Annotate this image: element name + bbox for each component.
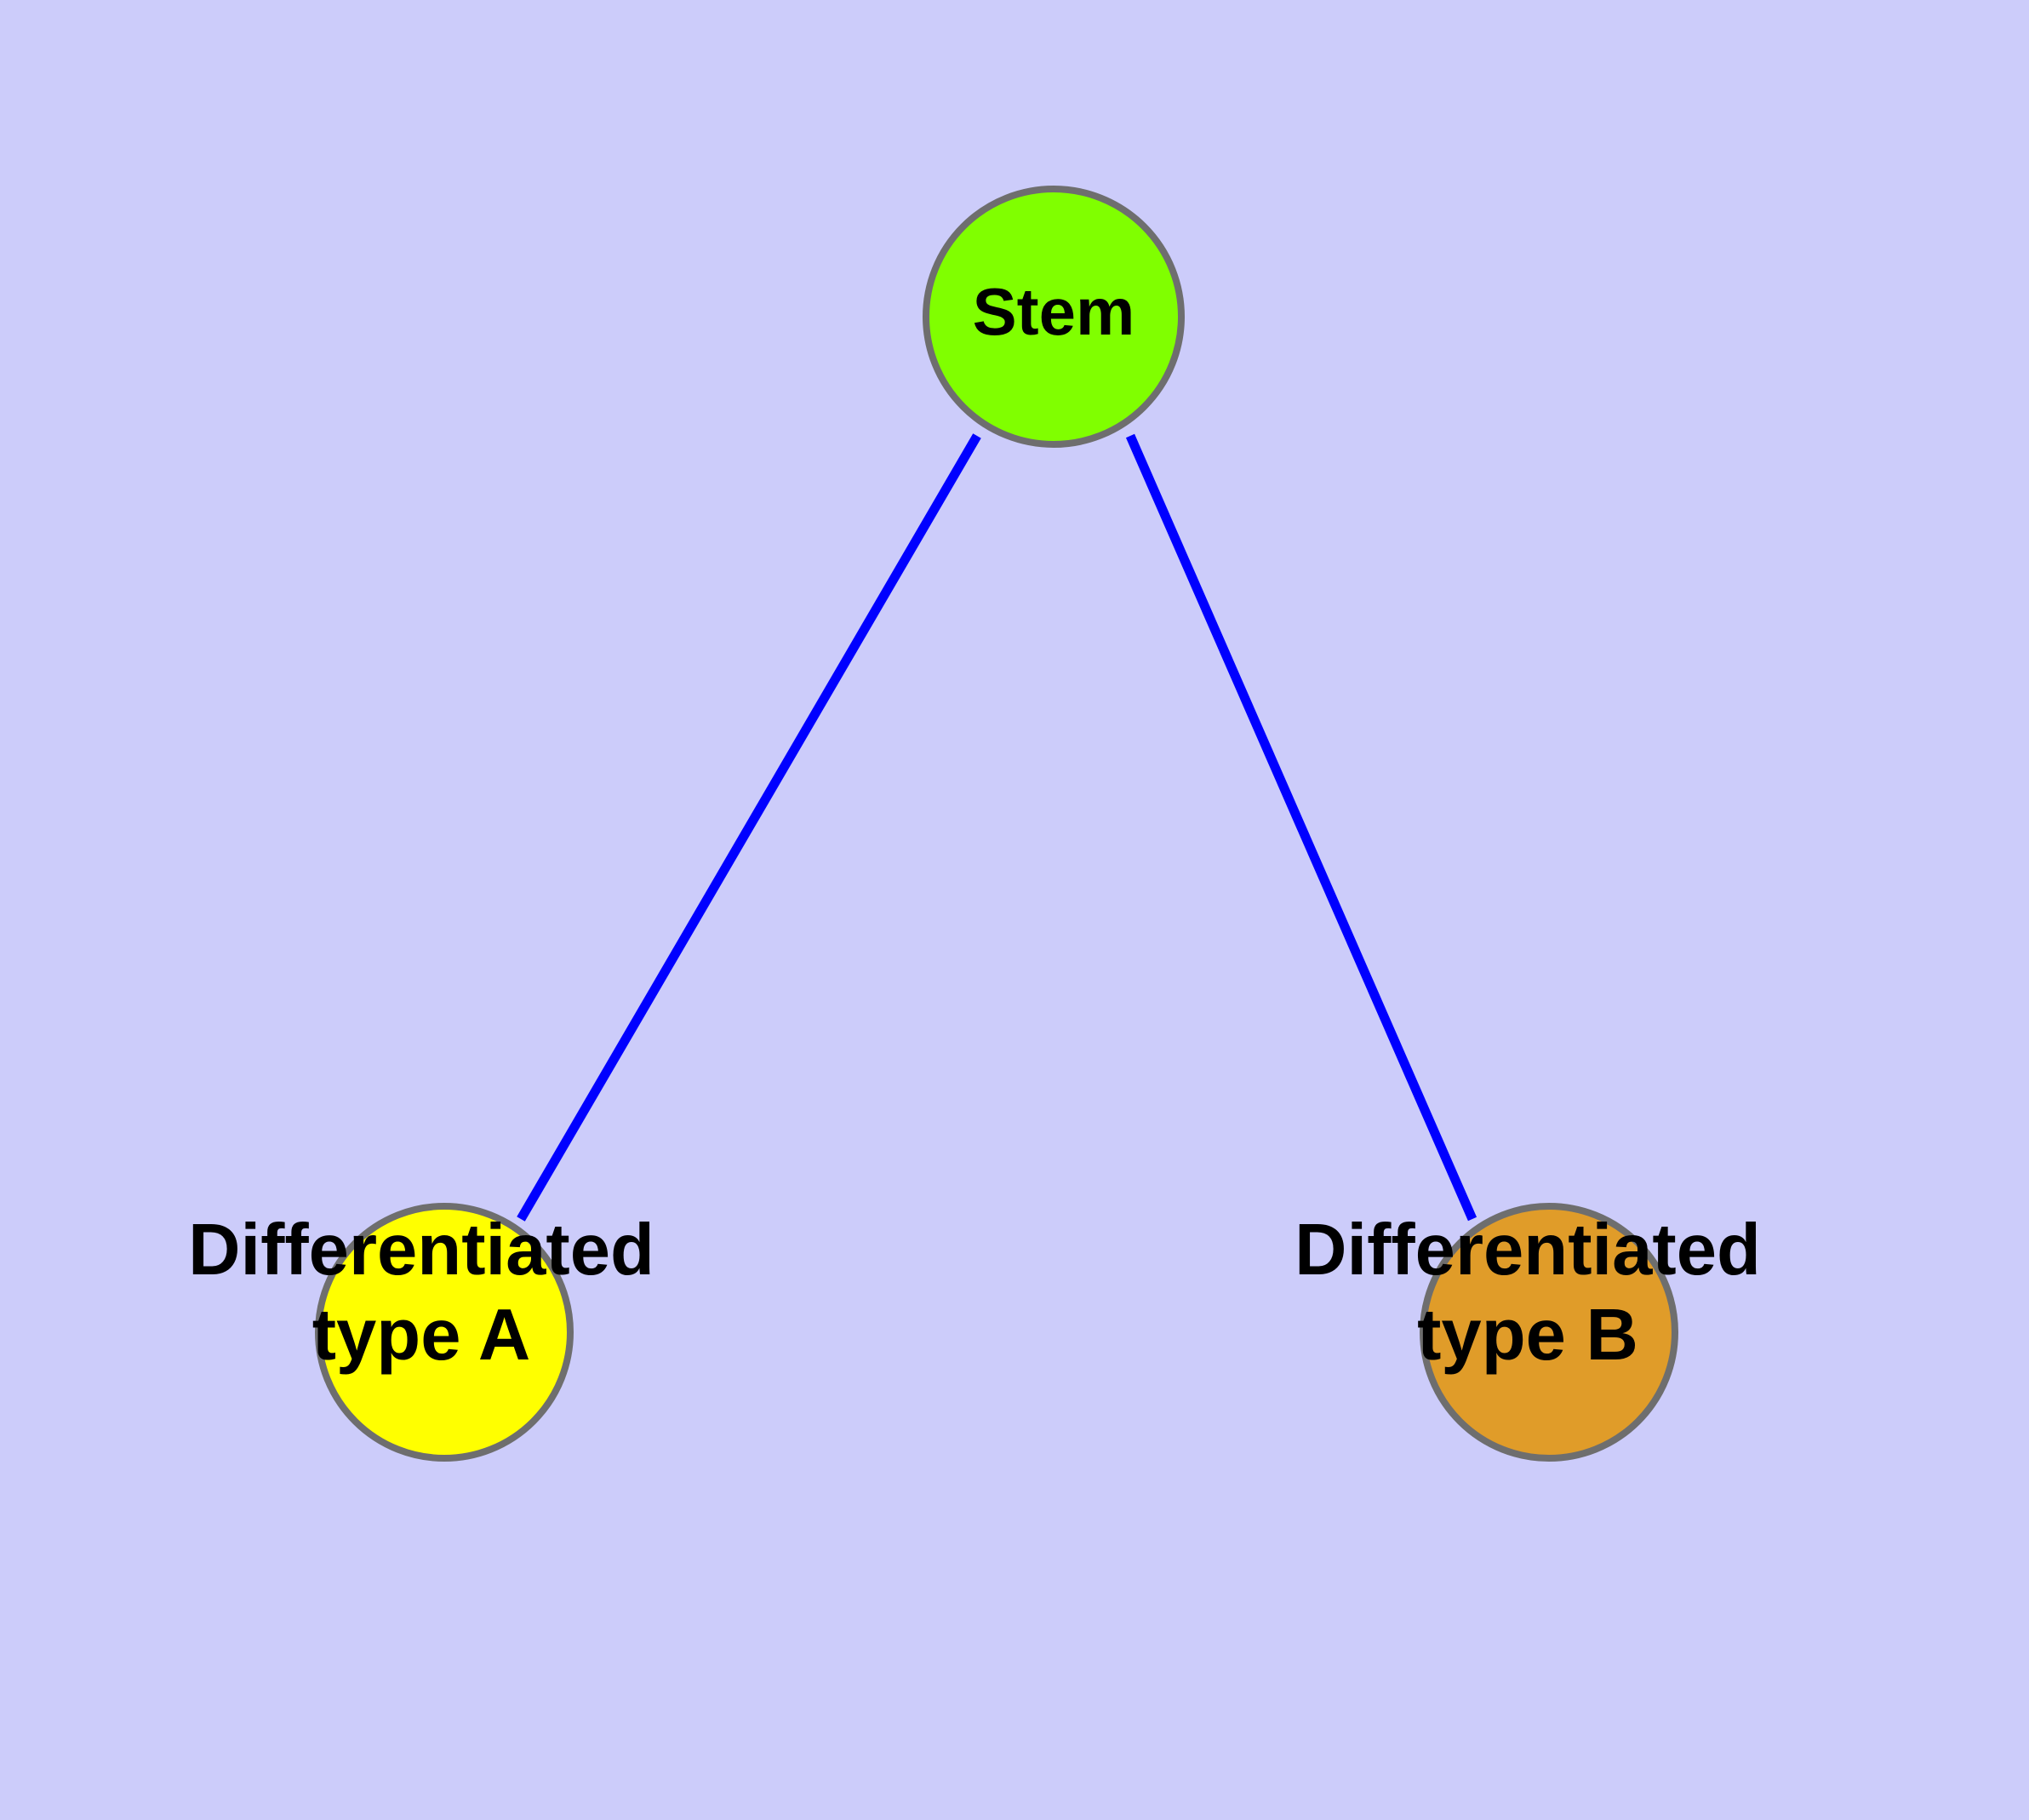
- edge-stem-to-differentiated-type-a[interactable]: [517, 433, 981, 1222]
- node-label-stem: Stem: [973, 274, 1135, 349]
- edge-stem-to-differentiated-type-b[interactable]: [1125, 433, 1477, 1222]
- node-differentiated-type-a[interactable]: [315, 1203, 574, 1462]
- node-stem[interactable]: [923, 186, 1185, 448]
- nodes-group: [315, 186, 1678, 1462]
- edges-group: [517, 433, 1477, 1222]
- node-differentiated-type-b[interactable]: [1420, 1203, 1678, 1462]
